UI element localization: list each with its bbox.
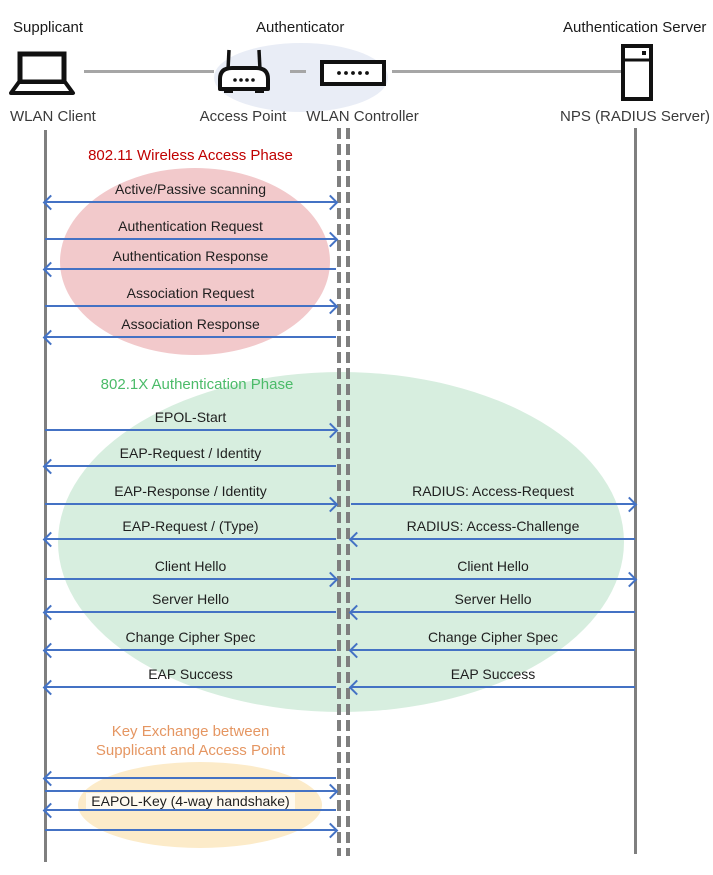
message-arrow-left bbox=[45, 336, 336, 338]
message-label-group: EAPOL-Key (4-way handshake) bbox=[45, 793, 336, 809]
lifeline-wlan-controller-2 bbox=[346, 128, 350, 856]
message-label: Authentication Response bbox=[112, 248, 269, 264]
message-label: Association Request bbox=[126, 285, 255, 301]
actor-role-authenticator: Authenticator bbox=[256, 19, 345, 36]
connector-controller-server bbox=[392, 70, 621, 73]
message-arrow-left bbox=[45, 538, 336, 540]
message-arrow-right bbox=[45, 503, 336, 505]
phase3-title-line2: Supplicant and Access Point bbox=[95, 742, 286, 759]
message-arrow-right bbox=[45, 305, 336, 307]
message-label: EAP Success bbox=[148, 666, 233, 682]
message-arrow-left bbox=[45, 809, 336, 811]
device-label-wlan-controller: WLAN Controller bbox=[306, 108, 419, 125]
lifeline-wlan-controller-1 bbox=[337, 128, 341, 856]
message-label: Authentication Request bbox=[118, 218, 263, 234]
message-arrow-right bbox=[45, 790, 336, 792]
lifeline-nps-server bbox=[634, 128, 637, 854]
message-label: Server Hello bbox=[454, 591, 532, 607]
message-label: Client Hello bbox=[457, 558, 529, 574]
message-label: EAPOL-Key (4-way handshake) bbox=[86, 793, 295, 809]
message-label: EAP-Request / (Type) bbox=[122, 518, 259, 534]
message-arrow-right bbox=[351, 503, 635, 505]
connector-client-ap bbox=[84, 70, 214, 73]
message-arrow-left bbox=[45, 611, 336, 613]
message-label: Association Response bbox=[121, 316, 260, 332]
phase3-title: Key Exchange between Supplicant and Acce… bbox=[45, 722, 336, 760]
wlan-controller-icon bbox=[320, 60, 386, 87]
laptop-icon bbox=[8, 51, 76, 97]
message-label: EAP Success bbox=[450, 666, 536, 682]
message-arrow-left bbox=[351, 538, 635, 540]
actor-role-auth-server: Authentication Server bbox=[563, 19, 707, 36]
device-label-nps: NPS (RADIUS Server) bbox=[559, 108, 711, 125]
message-arrow-left bbox=[45, 268, 336, 270]
phase1-title: 802.11 Wireless Access Phase bbox=[88, 147, 293, 164]
lifeline-wlan-client bbox=[44, 130, 47, 862]
message-arrow-right bbox=[45, 578, 336, 580]
message-arrow-left bbox=[351, 611, 635, 613]
message-arrow-left bbox=[45, 777, 336, 779]
message-arrow-both bbox=[45, 201, 336, 203]
message-arrow-left bbox=[45, 649, 336, 651]
server-icon bbox=[621, 44, 654, 102]
message-label: Change Cipher Spec bbox=[428, 629, 558, 645]
message-label: Active/Passive scanning bbox=[115, 181, 266, 197]
message-arrow-right bbox=[45, 829, 336, 831]
device-label-wlan-client: WLAN Client bbox=[10, 108, 96, 125]
message-label: Client Hello bbox=[154, 558, 227, 574]
phase2-title: 802.1X Authentication Phase bbox=[100, 376, 294, 393]
actor-role-supplicant: Supplicant bbox=[13, 19, 84, 36]
phase1-ellipse bbox=[60, 168, 330, 355]
message-arrow-left bbox=[45, 686, 336, 688]
message-label: Server Hello bbox=[151, 591, 230, 607]
message-arrow-right bbox=[45, 238, 336, 240]
message-label: RADIUS: Access-Challenge bbox=[406, 518, 580, 534]
message-label: RADIUS: Access-Request bbox=[412, 483, 574, 499]
message-arrow-left bbox=[45, 465, 336, 467]
phase3-title-line1: Key Exchange between bbox=[111, 723, 270, 740]
message-label: EAP-Request / Identity bbox=[119, 445, 262, 461]
message-arrow-right bbox=[45, 429, 336, 431]
connector-ap-controller bbox=[290, 70, 306, 73]
message-label: Change Cipher Spec bbox=[125, 629, 256, 645]
message-arrow-right bbox=[351, 578, 635, 580]
device-label-access-point: Access Point bbox=[199, 108, 287, 125]
message-label: EPOL-Start bbox=[154, 409, 227, 425]
message-arrow-left bbox=[351, 686, 635, 688]
message-arrow-left bbox=[351, 649, 635, 651]
access-point-icon bbox=[215, 49, 273, 96]
message-label: EAP-Response / Identity bbox=[114, 483, 267, 499]
